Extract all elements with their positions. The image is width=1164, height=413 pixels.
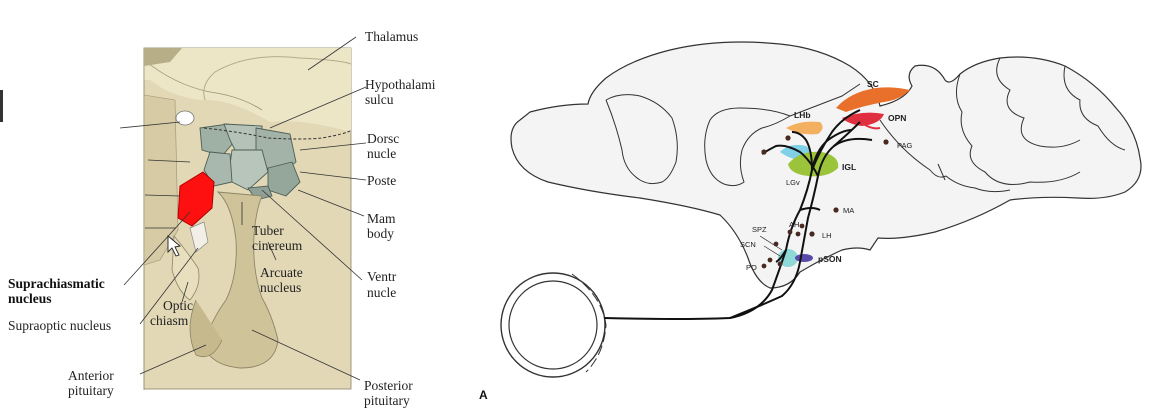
label-lhb: LHb xyxy=(794,110,811,120)
label-posterior-nucleus: Poste xyxy=(367,173,397,188)
label-suprachiasmatic-2: nucleus xyxy=(8,291,52,306)
label-tuber-2: cinereum xyxy=(252,238,303,253)
label-dorsal-2: nucle xyxy=(367,146,397,161)
label-arcuate-1: Arcuate xyxy=(260,265,303,280)
label-optic-1: Optic xyxy=(163,298,193,313)
label-ventral-1: Ventr xyxy=(367,269,397,284)
label-pson: pSON xyxy=(818,254,842,264)
label-pag: PAG xyxy=(897,141,913,150)
label-posterior-pituitary-1: Posterior xyxy=(364,378,413,393)
label-mammillary-2: body xyxy=(367,226,394,241)
label-anterior-pituitary-2: pituitary xyxy=(68,383,114,398)
label-supraoptic: Supraoptic nucleus xyxy=(8,318,112,333)
label-thalamus: Thalamus xyxy=(365,29,419,44)
label-anterior-pituitary-1: Anterior xyxy=(68,368,114,383)
label-ventral-2: nucle xyxy=(367,285,397,300)
label-igl: IGL xyxy=(842,162,857,172)
label-lgv: LGv xyxy=(786,178,800,187)
label-spz: SPZ xyxy=(752,225,767,234)
label-opn: OPN xyxy=(888,113,907,123)
label-hypothalamic-sulcus-1: Hypothalami xyxy=(365,77,436,92)
label-lh: LH xyxy=(822,231,832,240)
label-hypothalamic-sulcus-2: sulcu xyxy=(365,92,394,107)
label-dorsal-1: Dorsc xyxy=(367,131,400,146)
label-optic-2: chiasm xyxy=(150,313,189,328)
label-ma: MA xyxy=(843,206,855,215)
label-mammillary-1: Mam xyxy=(367,211,396,226)
label-scn: SCN xyxy=(740,240,756,249)
label-ah: AH xyxy=(789,220,800,229)
label-sc: SC xyxy=(867,79,879,89)
panel-letter: A xyxy=(479,388,488,402)
label-posterior-pituitary-2: pituitary xyxy=(364,393,410,408)
label-arcuate-2: nucleus xyxy=(260,280,302,295)
label-tuber-1: Tuber xyxy=(252,223,284,238)
edge-marker xyxy=(0,90,3,122)
label-po: PO xyxy=(746,263,757,272)
label-suprachiasmatic-1: Suprachiasmatic xyxy=(8,276,105,291)
